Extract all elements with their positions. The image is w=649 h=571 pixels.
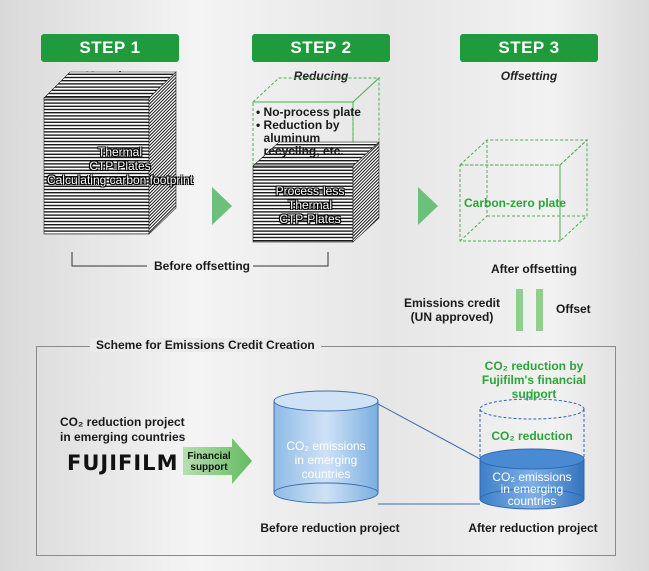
fujifilm-logo: FUJIFILM: [67, 451, 179, 475]
step1-stack-label: Thermal CTP-Plates Calculating carbon fo…: [46, 145, 194, 187]
before-offsetting-bracket: [71, 252, 329, 267]
after-project-label: After reduction project: [468, 521, 598, 535]
arrow-step1-to-2: [212, 187, 232, 225]
before-offsetting-label: Before offsetting: [154, 259, 250, 273]
co2-project-label: CO₂ reduction project in emerging countr…: [60, 415, 186, 444]
financial-support-label: Financial support: [187, 451, 231, 473]
cylinder-before-project: [273, 390, 379, 504]
step3-carbon-zero-cube: [458, 138, 589, 243]
offset-label: Offset: [556, 302, 591, 316]
step2-plate-stack: [252, 141, 380, 243]
scheme-title: Scheme for Emissions Credit Creation: [90, 338, 321, 352]
step-2-subtitle: Reducing: [293, 69, 349, 83]
offset-bar-right: [536, 289, 543, 331]
cylinder-after-label: CO₂ emissions in emerging countries: [492, 470, 572, 508]
emissions-credit-label: Emissions credit (UN approved): [403, 296, 501, 324]
connector-line-top: [377, 403, 481, 460]
step-3-subtitle: Offsetting: [500, 69, 558, 83]
step2-stack-label: Process-less Thermal CTP-Plates: [275, 184, 345, 226]
step1-plate-stack: [43, 71, 177, 235]
offset-bar-left: [516, 289, 523, 331]
step-1-header: STEP 1: [41, 34, 179, 62]
fujifilm-support-callout: CO₂ reduction by Fujifilm's financial su…: [481, 359, 587, 401]
before-project-label: Before reduction project: [260, 521, 400, 535]
cylinder-after-project: [479, 398, 585, 510]
step2-bullet-list: • No-process plate • Reduction by alumin…: [256, 106, 366, 158]
scheme-box: [36, 346, 616, 556]
co2-reduction-label: CO₂ reduction: [491, 429, 573, 443]
step-2-header: STEP 2: [252, 34, 390, 62]
cylinder-before-label: CO₂ emissions in emerging countries: [286, 439, 366, 481]
step-3-header: STEP 3: [460, 34, 598, 62]
after-offsetting-label: After offsetting: [491, 262, 577, 276]
bullet-item: • Reduction by aluminum recycling, etc.: [256, 118, 344, 158]
arrow-step2-to-3: [418, 187, 438, 225]
carbon-zero-label: Carbon-zero plate: [463, 196, 566, 210]
financial-support-arrow: [183, 438, 252, 484]
bullet-item: • No-process plate: [256, 105, 361, 119]
